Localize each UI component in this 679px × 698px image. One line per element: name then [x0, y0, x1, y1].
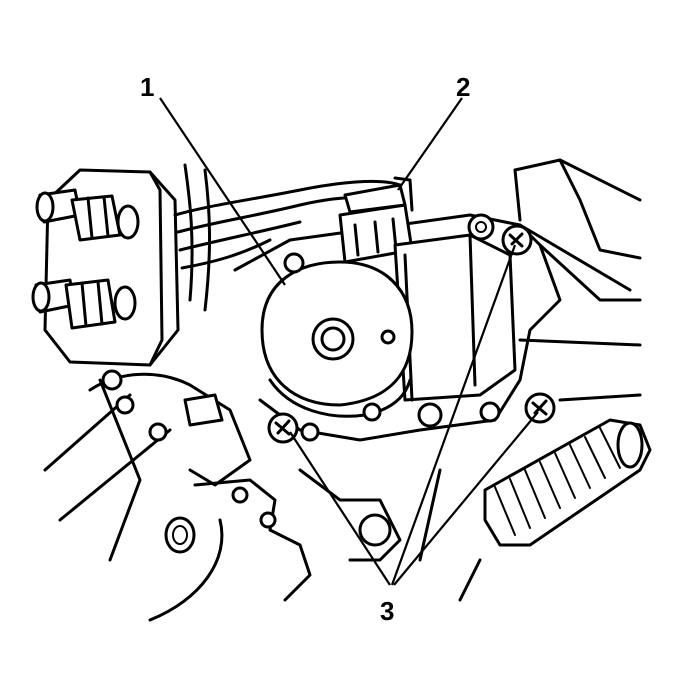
- actuator-round-housing: [260, 252, 414, 422]
- ribbed-hose: [418, 393, 652, 602]
- callout-1: 1: [140, 72, 154, 102]
- stud-mounting-block: [31, 168, 180, 367]
- callout-3: 3: [380, 596, 394, 626]
- callout-leaders: [159, 97, 539, 586]
- mounting-screws: [267, 224, 556, 444]
- actuator-motor-housing: [393, 213, 517, 402]
- callout-2: 2: [456, 72, 470, 102]
- lower-casting: [43, 369, 402, 622]
- mounting-bracket: [233, 158, 642, 442]
- wiring-harness: [173, 163, 402, 312]
